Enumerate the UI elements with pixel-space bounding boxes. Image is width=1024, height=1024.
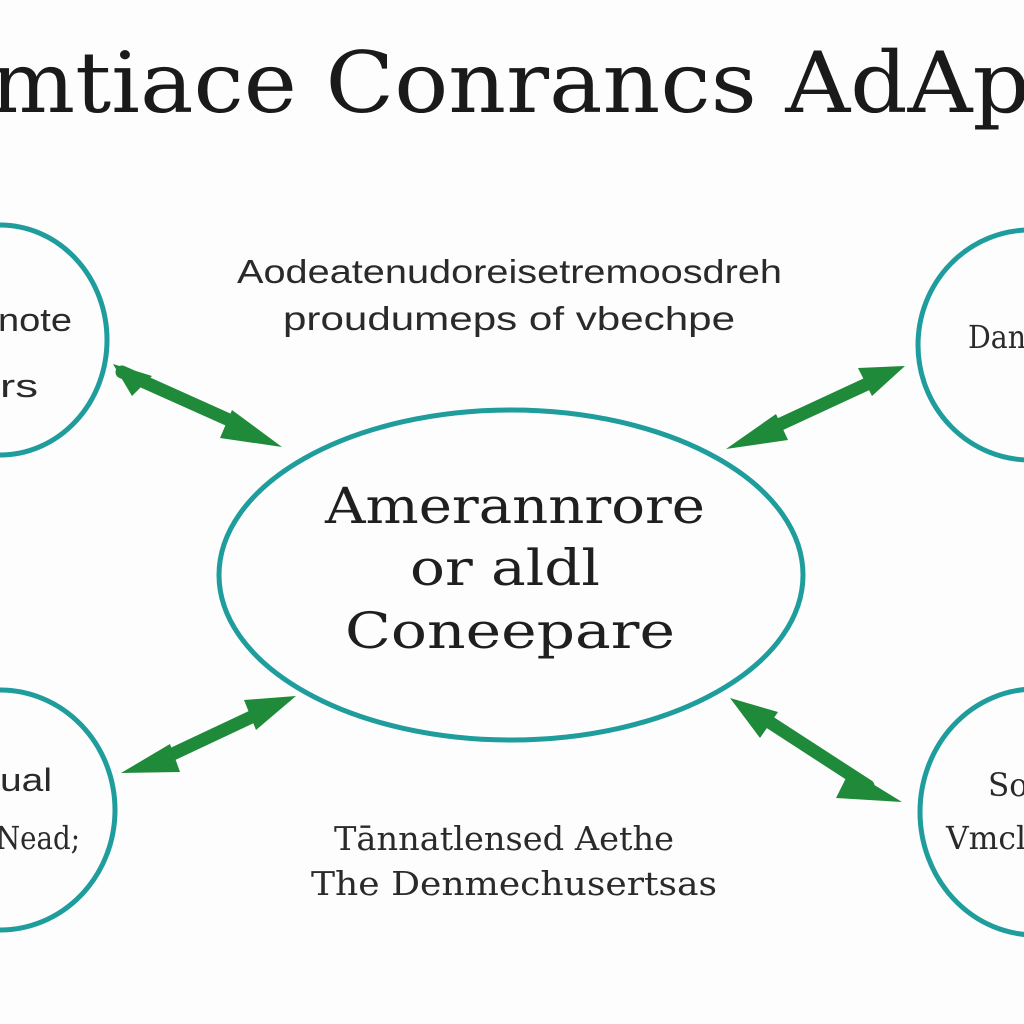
center-node-line1: Amerannrore xyxy=(324,477,705,535)
diagram-title: mtiace Conrancs AdAp xyxy=(0,34,1024,132)
node-bottom-right-line2: Vmcl xyxy=(945,819,1024,857)
node-bottom-right-ring xyxy=(917,687,1024,937)
arrow-bottom-left-to-center xyxy=(121,696,296,773)
node-bottom-right-line1: So xyxy=(988,766,1024,804)
center-node-line2: or aldl xyxy=(410,539,600,597)
node-top-left-line1: note xyxy=(0,302,72,338)
arrow-bottom-right-tip-head xyxy=(836,770,902,802)
arrow-center-to-bottom-right xyxy=(730,698,902,802)
arrow-bottom-left-tip-head xyxy=(244,696,296,730)
node-bottom-left-line1: ual xyxy=(0,762,52,798)
arrow-bottom-left-shaft xyxy=(153,705,269,767)
arrow-bottom-right-tail-head xyxy=(730,698,778,738)
node-top-left-line2: rs xyxy=(0,368,38,404)
node-bottom-left-ring xyxy=(0,687,118,933)
arrow-top-left-to-center xyxy=(113,364,282,447)
node-top-right-line1: Dan xyxy=(968,318,1024,356)
node-top-left-ring xyxy=(0,222,110,458)
top-caption-line2: proudumeps of vbechpe xyxy=(283,300,735,337)
arrow-top-left-tip-head xyxy=(220,410,282,447)
bottom-caption-line2: The Denmechusertsas xyxy=(311,864,717,903)
top-caption-line1: Aodeatenudoreisetremoosdreh xyxy=(237,253,782,290)
arrow-top-left-tail-head xyxy=(113,364,152,396)
center-node-ring xyxy=(216,407,806,743)
center-node-line3: Coneepare xyxy=(345,602,675,660)
arrow-top-right-tail-head xyxy=(858,366,905,396)
bottom-caption-line1: Tānnatlensed Aethe xyxy=(334,819,674,858)
arrow-top-right-shaft xyxy=(765,371,887,435)
arrow-top-right-tip-head xyxy=(726,414,788,449)
arrow-top-right-to-center xyxy=(726,366,905,449)
arrow-bottom-left-tail-head xyxy=(121,744,180,773)
node-bottom-left-line2: Nead; xyxy=(0,819,80,857)
node-top-right-ring xyxy=(915,227,1024,463)
